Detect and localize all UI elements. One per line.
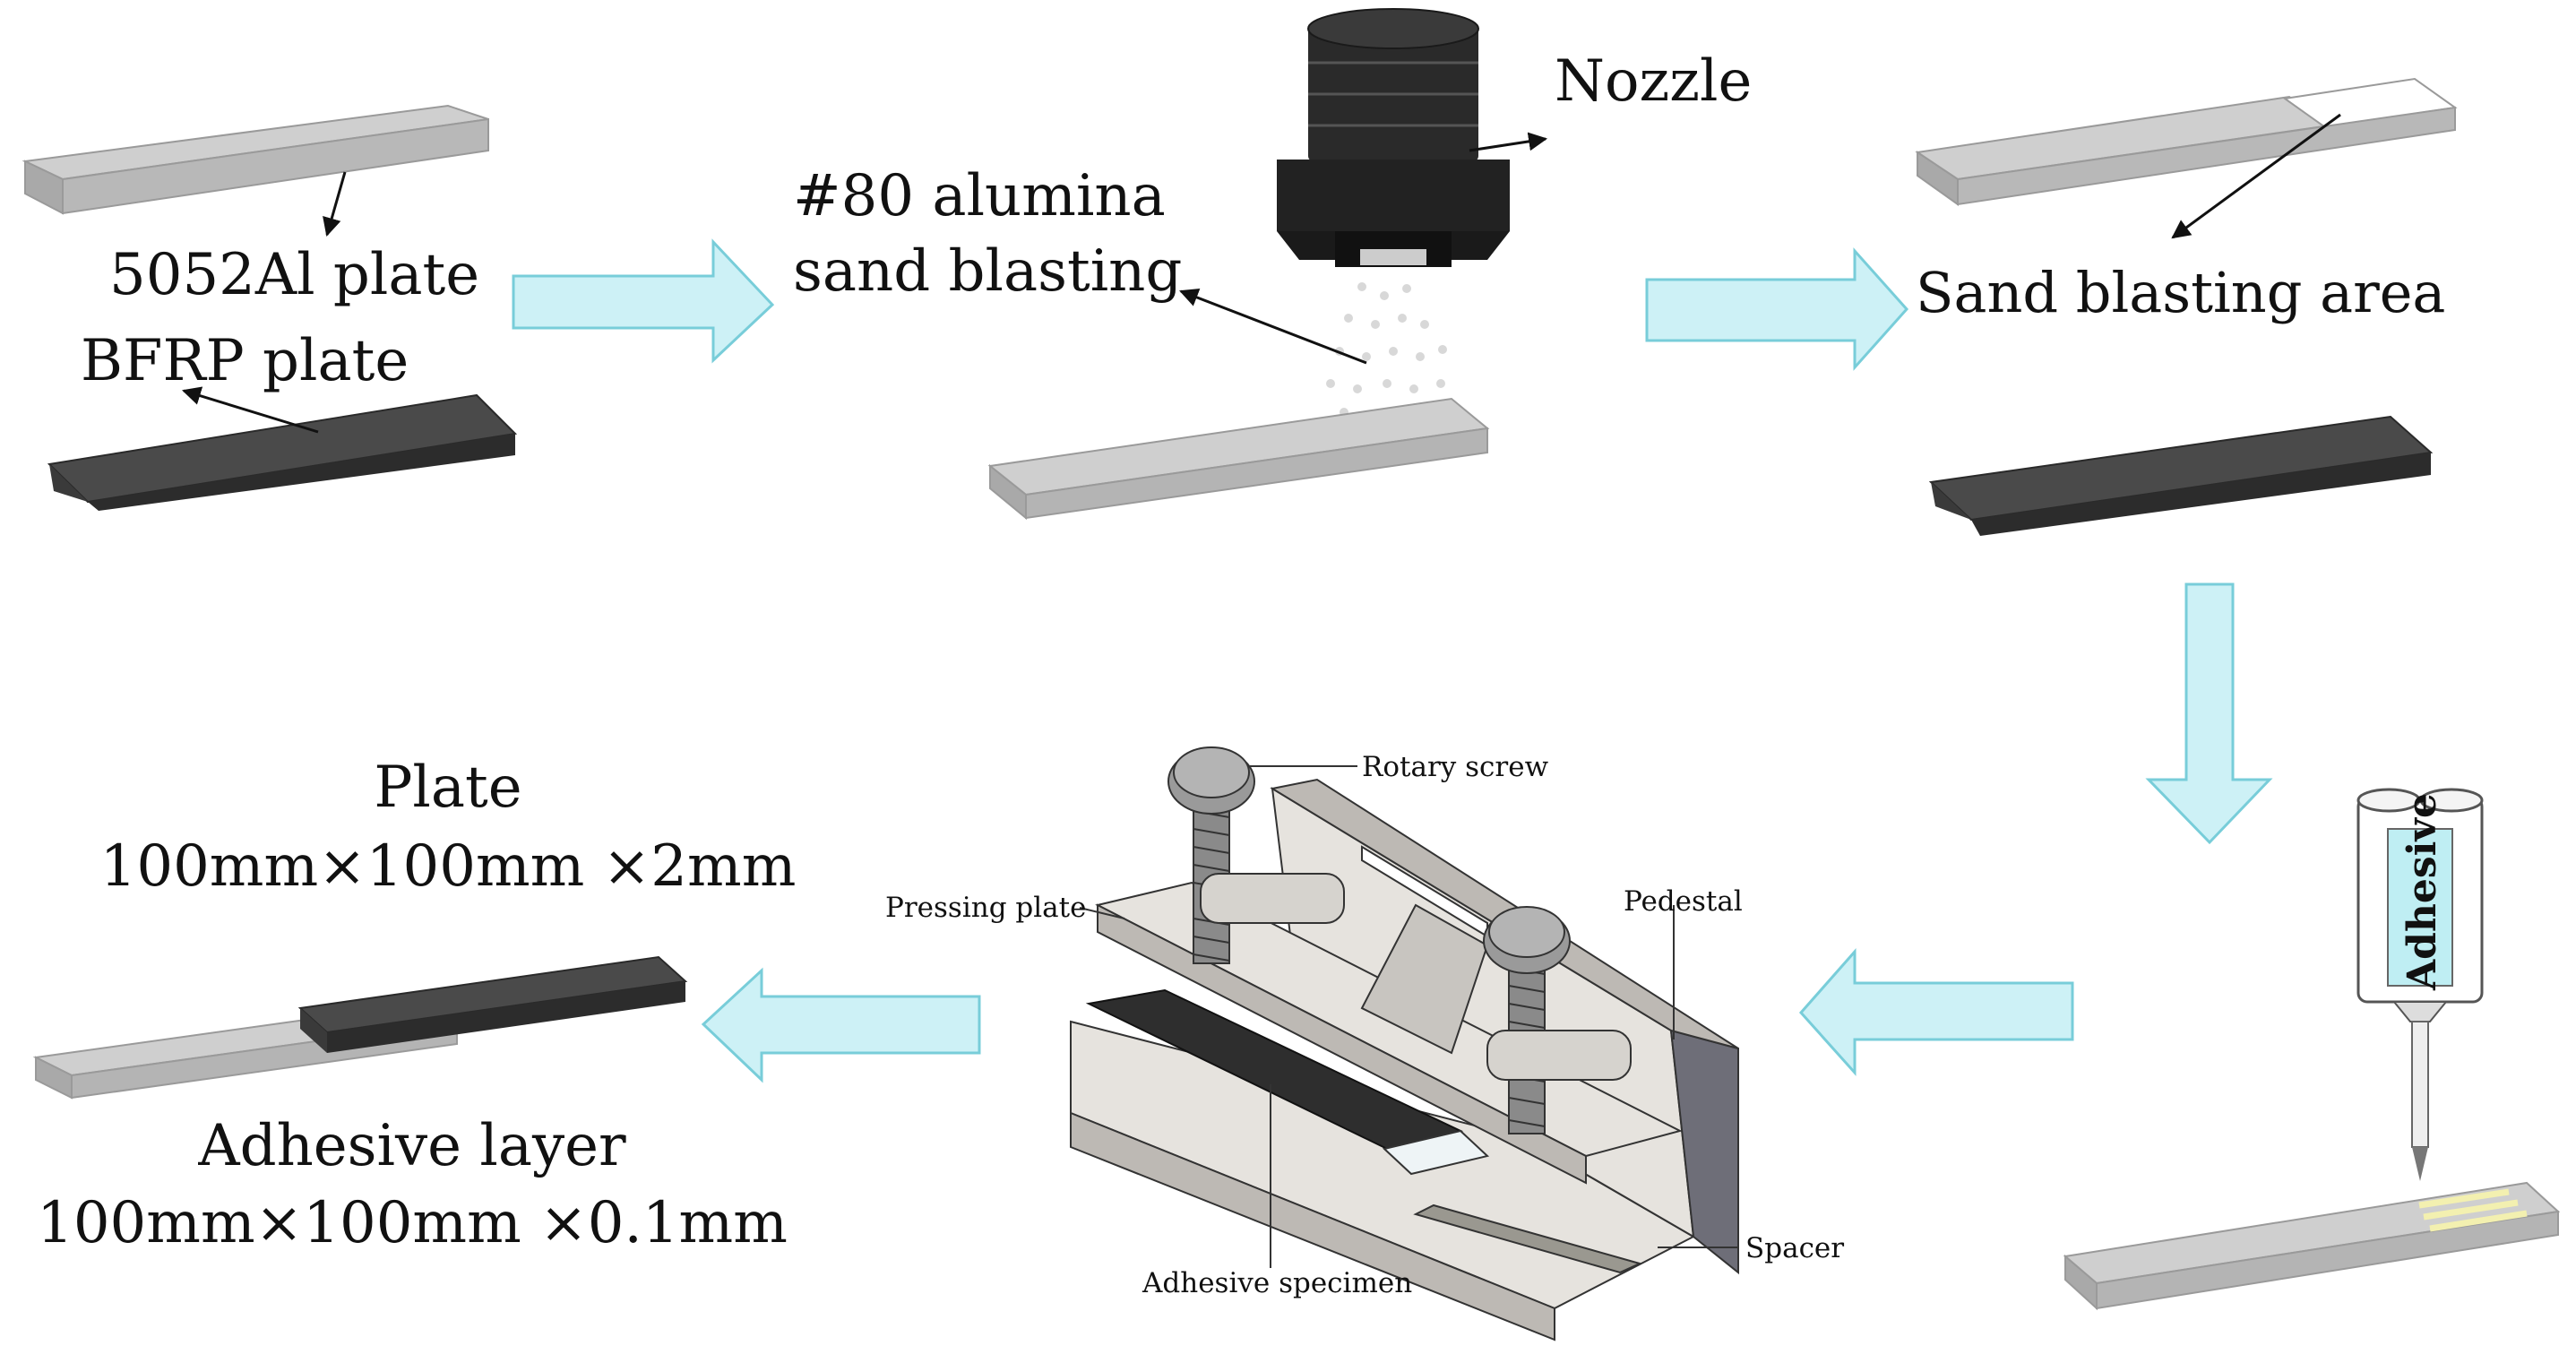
al-plate-label: 5052Al plate	[109, 242, 479, 308]
spray-particles	[1326, 282, 1447, 422]
aluminum-plate-blasted	[1915, 77, 2458, 206]
spacer-label: Spacer	[1745, 1232, 1844, 1264]
adhesive-specimen-label: Adhesive specimen	[1142, 1267, 1412, 1299]
adhesive-tube-icon: Adhesive	[2356, 788, 2484, 1181]
rotary-screw-2	[1483, 906, 1632, 1134]
rotary-screw-label: Rotary screw	[1362, 751, 1549, 783]
step6-final-joint: Plate 100mm×100mm ×2mm Adhesive layer 10…	[32, 755, 797, 1256]
flow-arrows	[512, 238, 2273, 1083]
joint-bfrp-plate	[297, 955, 688, 1053]
clamp-fixture-icon: Rotary screw Pressing plate Pedestal Adh…	[885, 746, 1844, 1341]
nozzle-label: Nozzle	[1555, 48, 1752, 115]
alumina-label-line2: sand blasting	[793, 238, 1182, 305]
step1-raw-plates: 5052Al plate BFRP plate	[22, 104, 518, 511]
flow-arrow-down	[2145, 582, 2273, 845]
bfrp-plate	[47, 393, 518, 511]
pressing-plate-label: Pressing plate	[885, 892, 1086, 924]
adhesive-tube-label: Adhesive	[2399, 793, 2445, 991]
layer-title: Adhesive layer	[197, 1113, 626, 1179]
plate-title: Plate	[374, 755, 521, 821]
adhesive-plate	[2063, 1181, 2561, 1311]
flow-arrow-right-1	[512, 238, 775, 364]
pedestal-label: Pedestal	[1624, 885, 1743, 918]
bfrp-plate-label: BFRP plate	[81, 328, 409, 394]
sand-area-label: Sand blasting area	[1916, 260, 2445, 325]
nozzle-icon	[1277, 8, 1510, 267]
blasted-plate	[987, 397, 1490, 521]
rotary-screw-1	[1167, 746, 1345, 964]
step2-sand-blasting: #80 alumina sand blasting Nozzle	[793, 8, 1752, 521]
flow-arrow-left-2	[701, 967, 981, 1083]
step4-adhesive: Adhesive	[2063, 788, 2561, 1311]
alumina-label-line1: #80 alumina	[793, 163, 1166, 229]
flow-arrow-left-1	[1798, 948, 2074, 1076]
flow-arrow-right-2	[1645, 247, 1909, 371]
aluminum-plate	[22, 104, 489, 215]
step3-blasted-plates: Sand blasting area	[1915, 77, 2458, 536]
layer-dims: 100mm×100mm ×0.1mm	[37, 1190, 788, 1256]
bfrp-plate-blasted	[1928, 415, 2434, 536]
plate-dims: 100mm×100mm ×2mm	[100, 833, 797, 900]
